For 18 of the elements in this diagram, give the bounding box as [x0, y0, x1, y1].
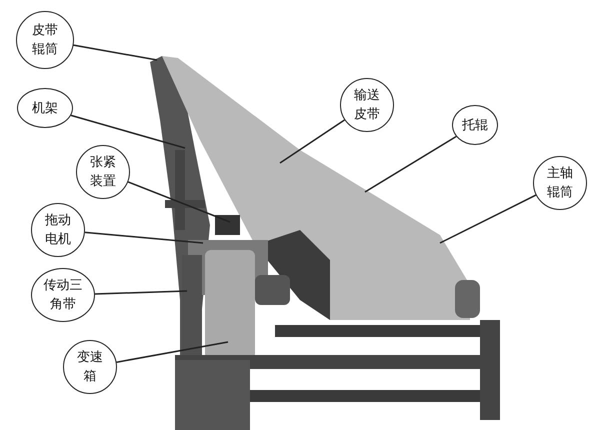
- leader-line: [70, 114, 186, 149]
- callout-label: 传动三角带: [31, 268, 95, 322]
- callout-label: 主轴辊筒: [533, 156, 587, 210]
- callout-label: 皮带辊筒: [16, 11, 74, 69]
- leader-line: [73, 44, 158, 61]
- leader-line: [94, 290, 188, 295]
- callout-label: 张紧装置: [76, 145, 130, 199]
- callout-label: 拖动电机: [31, 203, 85, 257]
- leader-line: [116, 341, 228, 363]
- leader-line: [280, 119, 345, 164]
- leader-line: [440, 194, 536, 244]
- callout-label: 托辊: [452, 105, 498, 145]
- callout-label: 变速箱: [63, 340, 117, 394]
- leader-line: [128, 181, 230, 223]
- callout-label: 机架: [17, 88, 73, 128]
- callout-label: 输送皮带: [340, 78, 394, 132]
- leader-line: [364, 136, 457, 193]
- leader-line: [84, 232, 204, 244]
